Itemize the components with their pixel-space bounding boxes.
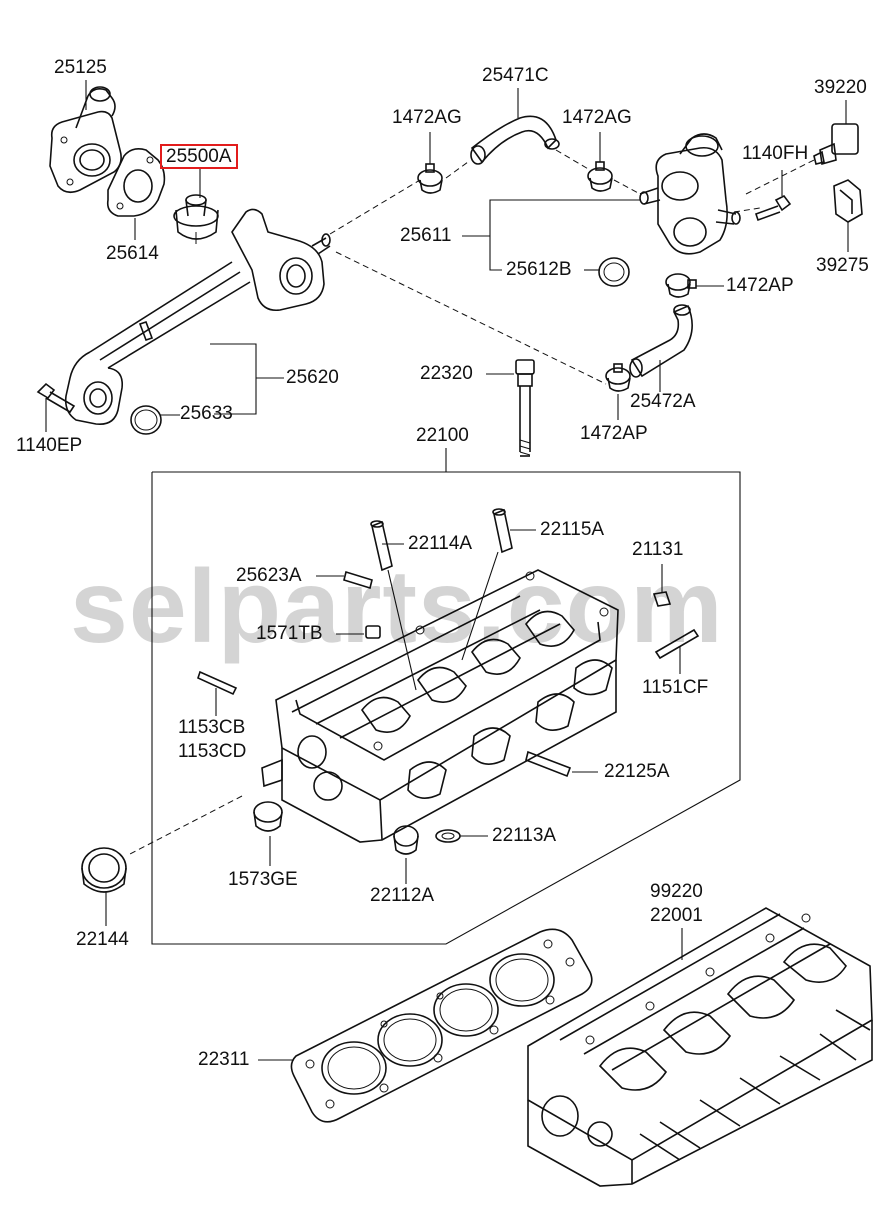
part-25623a-stud[interactable] [343,570,373,590]
part-22100-cylinder-head[interactable] [261,569,619,843]
bracket-25620 [210,343,257,415]
part-22115a-valve-guide[interactable] [492,508,513,554]
label-22320[interactable]: 22320 [420,363,473,384]
label-1153cd[interactable]: 1153CD [178,741,247,762]
label-1472ap-bottom[interactable]: 1472AP [580,423,648,444]
label-22311[interactable]: 22311 [198,1049,250,1070]
label-25471c[interactable]: 25471C [482,65,549,86]
label-22125a[interactable]: 22125A [604,761,670,782]
label-25614[interactable]: 25614 [106,243,159,264]
label-25611[interactable]: 25611 [400,225,452,246]
part-25611-housing[interactable] [639,133,741,255]
part-22113a-seal[interactable] [435,829,461,843]
label-39275[interactable]: 39275 [816,255,869,276]
label-25633[interactable]: 25633 [180,403,233,424]
label-39220[interactable]: 39220 [814,77,867,98]
part-25500a-thermostat[interactable] [173,194,219,244]
label-25612b[interactable]: 25612B [506,259,572,280]
label-1573ge[interactable]: 1573GE [228,869,298,890]
label-1472ap-top[interactable]: 1472AP [726,275,794,296]
label-22144[interactable]: 22144 [76,929,129,950]
part-22144-oil-seal[interactable] [81,847,127,893]
part-1140fh-bolt[interactable] [754,194,792,222]
label-1472ag-right[interactable]: 1472AG [562,107,632,128]
part-1573ge-seal[interactable] [253,801,283,832]
label-25500a-highlighted[interactable]: 25500A [160,144,238,169]
label-22112a[interactable]: 22112A [370,885,435,906]
part-1472ap-clamp-top[interactable] [665,273,697,298]
label-22115a[interactable]: 22115A [540,519,605,540]
part-25612b-o-ring[interactable] [598,257,630,287]
part-22125a-stud[interactable] [525,750,572,778]
bracket-25611 [489,199,640,271]
part-1153cb-stud[interactable] [197,670,238,696]
label-22100[interactable]: 22100 [416,425,469,446]
part-39275-clip[interactable] [833,179,863,223]
part-39220-sensor[interactable] [813,123,859,166]
label-1151cf[interactable]: 1151CF [642,677,709,698]
part-25471c-hose[interactable] [470,115,560,165]
watermark: selparts.com [70,549,724,665]
label-99220[interactable]: 99220 [650,881,703,902]
label-1571tb[interactable]: 1571TB [256,623,323,644]
label-1472ag-left[interactable]: 1472AG [392,107,462,128]
dash-pipe-to-lower-hose [335,251,607,385]
part-21131-nut[interactable] [652,591,672,607]
part-22112a-seal[interactable] [393,825,419,855]
part-1151cf-stud[interactable] [654,628,700,660]
label-21131[interactable]: 21131 [632,539,684,560]
part-25633-o-ring[interactable] [130,405,162,435]
label-22114a[interactable]: 22114A [408,533,473,554]
label-25620[interactable]: 25620 [286,367,339,388]
part-25472a-hose[interactable] [629,304,693,378]
part-22311-head-gasket[interactable] [290,928,593,1123]
frame-22100 [151,471,741,945]
dash-pipe-to-hose [329,179,421,235]
label-1153cb[interactable]: 1153CB [178,717,246,738]
part-25614-gasket[interactable] [106,148,166,217]
part-25125-water-inlet[interactable] [49,86,122,194]
label-1140ep[interactable]: 1140EP [16,435,83,456]
label-22113a[interactable]: 22113A [492,825,557,846]
part-22001-cylinder-head-assy[interactable] [527,907,873,1187]
label-22001[interactable]: 22001 [650,905,703,926]
part-1571tb-plug[interactable] [365,625,381,639]
part-22320-bolt[interactable] [515,359,535,457]
part-22114a-valve-guide[interactable] [370,520,393,572]
label-25125[interactable]: 25125 [54,57,107,78]
label-1140fh[interactable]: 1140FH [742,143,809,164]
part-1472ag-clamp-left[interactable] [417,163,443,194]
label-25472a[interactable]: 25472A [630,391,696,412]
part-1472ap-clamp-bottom[interactable] [605,363,631,392]
label-25623a[interactable]: 25623A [236,565,302,586]
part-1472ag-clamp-right[interactable] [587,161,613,192]
part-25620-water-pipe[interactable] [64,208,331,426]
part-1140ep-bolt[interactable] [36,382,76,414]
